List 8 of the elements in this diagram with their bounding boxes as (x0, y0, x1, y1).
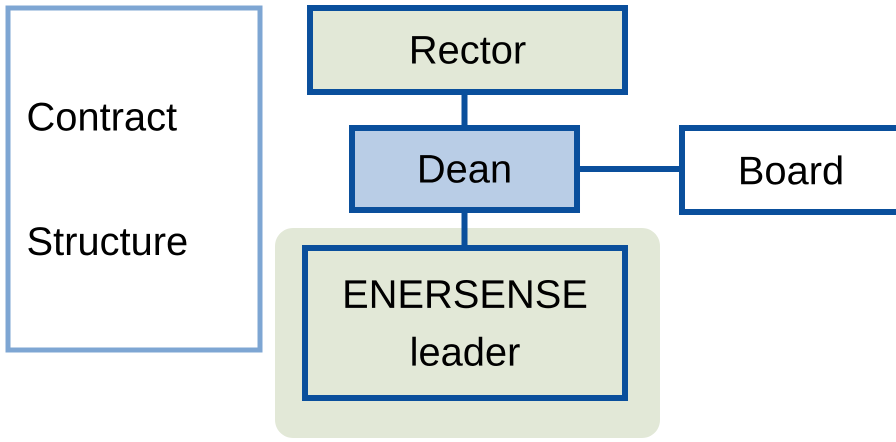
role-box: Rector (307, 5, 628, 95)
connector-line (462, 95, 468, 125)
connector-line (462, 213, 468, 245)
role-box: Dean (349, 125, 580, 213)
role-box: ENERSENSE leader (302, 245, 628, 401)
role-box: Board (679, 125, 896, 215)
connector-line (580, 166, 679, 172)
group-box: Contract Structure (6, 6, 262, 352)
